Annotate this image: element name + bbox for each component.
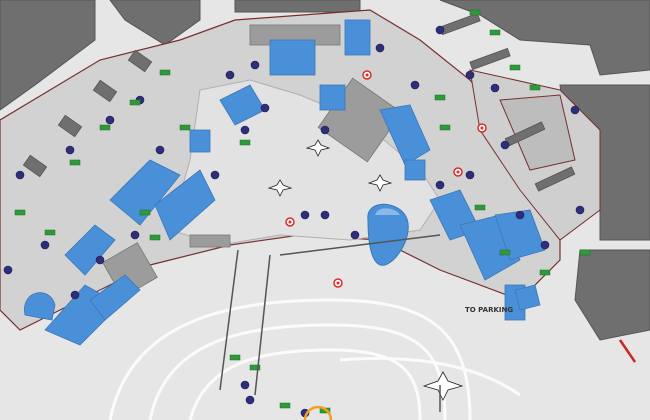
information-marker-icon[interactable] [453, 167, 463, 177]
store-block[interactable] [514, 284, 541, 311]
store-block[interactable] [189, 129, 211, 153]
gate-marker-icon[interactable] [490, 83, 500, 93]
gate-marker-icon[interactable] [465, 70, 475, 80]
gate-tag-icon[interactable] [499, 249, 511, 256]
gate-marker-icon[interactable] [320, 125, 330, 135]
gate-tag-icon[interactable] [139, 209, 151, 216]
store-block[interactable] [319, 84, 346, 111]
gate-marker-icon[interactable] [500, 140, 510, 150]
central-oval-feature[interactable] [367, 203, 409, 266]
gate-marker-icon[interactable] [130, 230, 140, 240]
gate-marker-icon[interactable] [155, 145, 165, 155]
to-parking-label: TO PARKING [465, 306, 513, 314]
gate-marker-icon[interactable] [320, 210, 330, 220]
store-block[interactable] [404, 159, 426, 181]
gate-marker-icon[interactable] [410, 80, 420, 90]
gate-tag-icon[interactable] [99, 124, 111, 131]
gate-marker-icon[interactable] [240, 125, 250, 135]
gate-marker-icon[interactable] [65, 145, 75, 155]
gate-tag-icon[interactable] [469, 9, 481, 16]
gate-tag-icon[interactable] [489, 29, 501, 36]
central-oval-highlight [375, 208, 400, 215]
store-areas[interactable] [24, 19, 546, 346]
gate-marker-icon[interactable] [540, 240, 550, 250]
boundary-segment [618, 339, 637, 363]
gate-tag-icon[interactable] [249, 364, 261, 371]
gate-marker-icon[interactable] [225, 70, 235, 80]
gate-tag-icon[interactable] [159, 69, 171, 76]
store-block[interactable] [269, 39, 316, 76]
gate-marker-icon[interactable] [95, 255, 105, 265]
store-block[interactable] [154, 169, 216, 241]
gate-marker-icon[interactable] [350, 230, 360, 240]
gate-tag-icon[interactable] [529, 84, 541, 91]
gate-marker-icon[interactable] [3, 265, 13, 275]
information-marker-icon[interactable] [333, 278, 343, 288]
aircraft-silhouette-icon [305, 139, 331, 157]
gate-tag-icon[interactable] [69, 159, 81, 166]
gate-marker-icon[interactable] [40, 240, 50, 250]
store-block[interactable] [24, 292, 56, 321]
gate-tag-icon[interactable] [239, 139, 251, 146]
gate-tag-icon[interactable] [439, 124, 451, 131]
gate-tag-icon[interactable] [434, 94, 446, 101]
aircraft-silhouette-icon [367, 174, 393, 192]
store-block[interactable] [379, 104, 431, 166]
gate-marker-icon[interactable] [300, 210, 310, 220]
gate-marker-icon[interactable] [105, 115, 115, 125]
gate-tag-icon[interactable] [44, 229, 56, 236]
highlight-ring-icon[interactable] [303, 405, 333, 420]
taxiway-markings [108, 298, 521, 420]
gate-tag-icon[interactable] [179, 124, 191, 131]
gate-marker-icon[interactable] [465, 170, 475, 180]
gate-tag-icon[interactable] [539, 269, 551, 276]
gate-tag-icon[interactable] [129, 99, 141, 106]
aircraft-silhouette-icon [267, 179, 293, 197]
gate-marker-icon[interactable] [70, 290, 80, 300]
gate-tag-icon[interactable] [509, 64, 521, 71]
information-markers[interactable] [285, 70, 487, 288]
store-block[interactable] [64, 224, 116, 276]
store-block[interactable] [109, 159, 181, 226]
gate-tag-icon[interactable] [474, 204, 486, 211]
gate-marker-icon[interactable] [570, 105, 580, 115]
gate-tag-icon[interactable] [14, 209, 26, 216]
gate-marker-icon[interactable] [250, 60, 260, 70]
gate-tag-icon[interactable] [149, 234, 161, 241]
store-block[interactable] [344, 19, 371, 56]
gate-markers[interactable] [3, 25, 585, 418]
gate-piers [22, 12, 576, 192]
gate-marker-icon[interactable] [240, 380, 250, 390]
store-block[interactable] [89, 274, 141, 321]
gate-marker-icon[interactable] [210, 170, 220, 180]
walkway-lines [219, 234, 441, 412]
information-marker-icon[interactable] [285, 217, 295, 227]
gate-marker-icon[interactable] [575, 205, 585, 215]
aircraft-icons [267, 139, 464, 401]
gate-marker-icon[interactable] [435, 180, 445, 190]
information-marker-icon[interactable] [362, 70, 372, 80]
gate-marker-icon[interactable] [515, 210, 525, 220]
gate-marker-icon[interactable] [375, 43, 385, 53]
aircraft-silhouette-icon [422, 371, 464, 401]
gate-marker-icon[interactable] [245, 395, 255, 405]
gate-tag-icon[interactable] [279, 402, 291, 409]
gate-marker-icon[interactable] [15, 170, 25, 180]
gate-marker-icon[interactable] [435, 25, 445, 35]
gate-tag-icon[interactable] [229, 354, 241, 361]
information-marker-icon[interactable] [477, 123, 487, 133]
gate-tag-icon[interactable] [579, 249, 591, 256]
gate-marker-icon[interactable] [260, 103, 270, 113]
